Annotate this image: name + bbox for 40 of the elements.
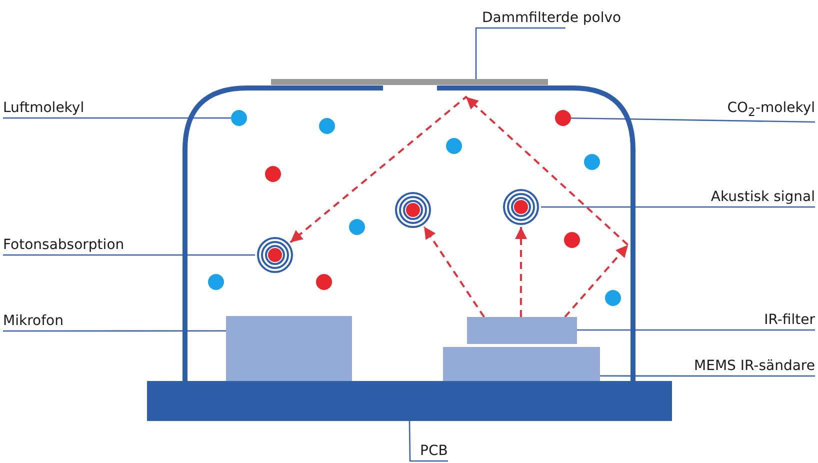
part-label: Fotonsabsorption: [3, 236, 124, 254]
co2-molecule-dot: [555, 110, 571, 126]
part-label: Akustisk signal: [710, 188, 815, 206]
leader-line: [408, 421, 448, 462]
part-label: MEMS IR-sändare: [694, 357, 815, 375]
ir-filter-block: [467, 317, 577, 344]
part-label: Luftmolekyl: [3, 99, 84, 117]
leader-line: [475, 27, 566, 79]
part-label: IR-filter: [764, 311, 815, 329]
sound-wave-icon: [257, 237, 293, 273]
light-ray-arrow: [290, 96, 630, 318]
part-label: Mikrofon: [3, 312, 64, 330]
co2-molecule-dot: [265, 166, 281, 182]
light-ray-arrow: [514, 227, 527, 317]
air-molecule-dot: [231, 110, 247, 126]
air-molecule-dot: [605, 290, 621, 306]
leader-line: [541, 206, 815, 208]
leader-line: [3, 330, 226, 332]
leader-line: [570, 117, 816, 123]
leader-line: [600, 375, 815, 377]
sound-wave-icon: [503, 189, 539, 225]
part-label: CO$_{2}$-molekyl: [727, 99, 815, 121]
part-label: Dammfilterde polvo: [482, 9, 622, 27]
air-molecule-dot: [349, 219, 365, 235]
air-molecule-dot: [584, 154, 600, 170]
air-molecule-dot: [446, 138, 462, 154]
dust-filter-strip: [271, 79, 548, 85]
ir-emitter-block: [443, 347, 600, 381]
co2-molecule-dot: [564, 232, 580, 248]
leader-line: [577, 329, 815, 331]
part-label: PCB: [420, 442, 448, 460]
leader-line: [3, 117, 231, 119]
air-molecule-dot: [208, 274, 224, 290]
sound-wave-icon: [395, 192, 431, 228]
microphone-block: [226, 316, 352, 381]
co2-molecule-dot: [316, 274, 332, 290]
light-ray-arrow: [423, 226, 485, 318]
pcb-board: [147, 381, 672, 421]
air-molecule-dot: [319, 118, 335, 134]
leader-line: [3, 254, 255, 256]
